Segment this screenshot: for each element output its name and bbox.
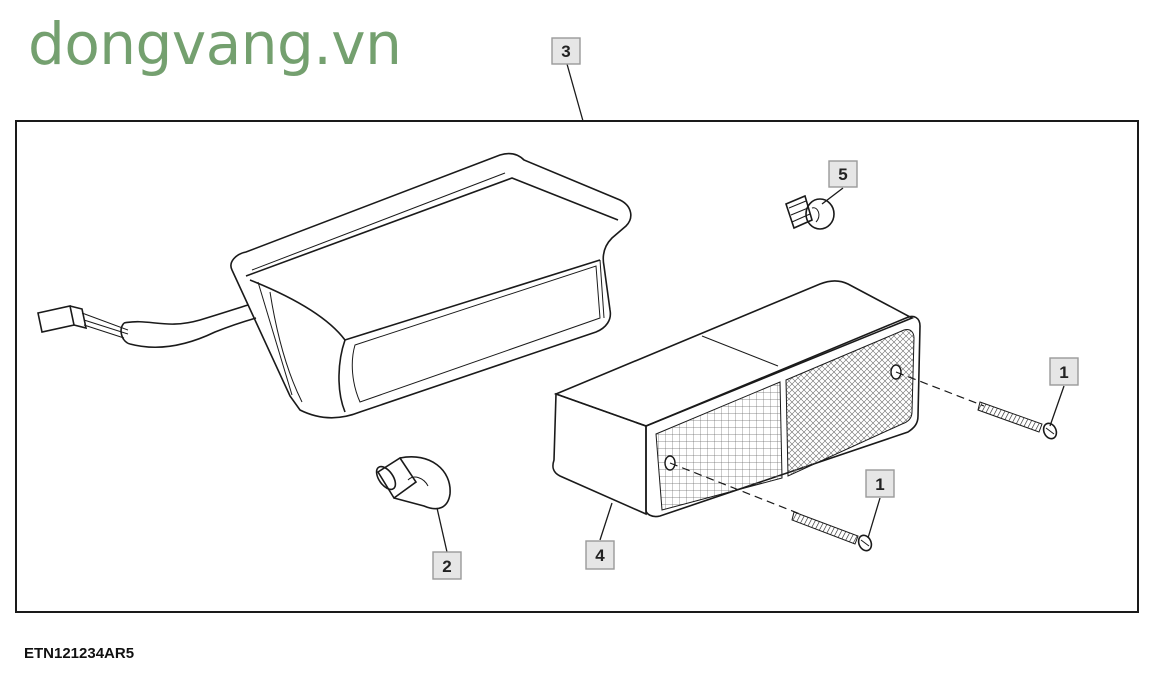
large-bulb <box>375 456 451 510</box>
leader-4 <box>599 502 613 541</box>
callout-4: 4 <box>585 540 615 570</box>
callout-1-lower: 1 <box>865 469 895 498</box>
reference-code: ETN121234AR5 <box>24 645 135 662</box>
leader-1-lower <box>867 497 881 539</box>
wire-cable <box>123 304 249 325</box>
screw-upper <box>977 401 1058 440</box>
callout-5-label: 5 <box>838 165 847 184</box>
screw-lower <box>791 511 873 552</box>
callout-1-lower-label: 1 <box>875 475 884 494</box>
callout-4-label: 4 <box>595 546 605 565</box>
callout-2: 2 <box>432 551 462 580</box>
wire-connector <box>37 305 129 339</box>
callout-5: 5 <box>828 160 858 188</box>
callout-3-label: 3 <box>561 42 570 61</box>
callout-1-upper-label: 1 <box>1059 363 1068 382</box>
leader-3 <box>566 63 584 122</box>
lamp-lens <box>552 280 921 518</box>
alignment-line-upper <box>895 371 985 407</box>
callout-2-label: 2 <box>442 557 451 576</box>
callout-1-upper: 1 <box>1049 357 1079 386</box>
small-bulb <box>785 194 835 230</box>
leader-1-upper <box>1049 385 1065 427</box>
leader-5 <box>821 187 844 205</box>
site-watermark: dongvang.vn <box>28 10 402 78</box>
leader-2 <box>436 507 448 553</box>
alignment-line-lower <box>669 462 801 515</box>
callout-3: 3 <box>551 37 581 65</box>
lamp-housing <box>37 152 632 419</box>
diagram-frame <box>15 120 1139 613</box>
